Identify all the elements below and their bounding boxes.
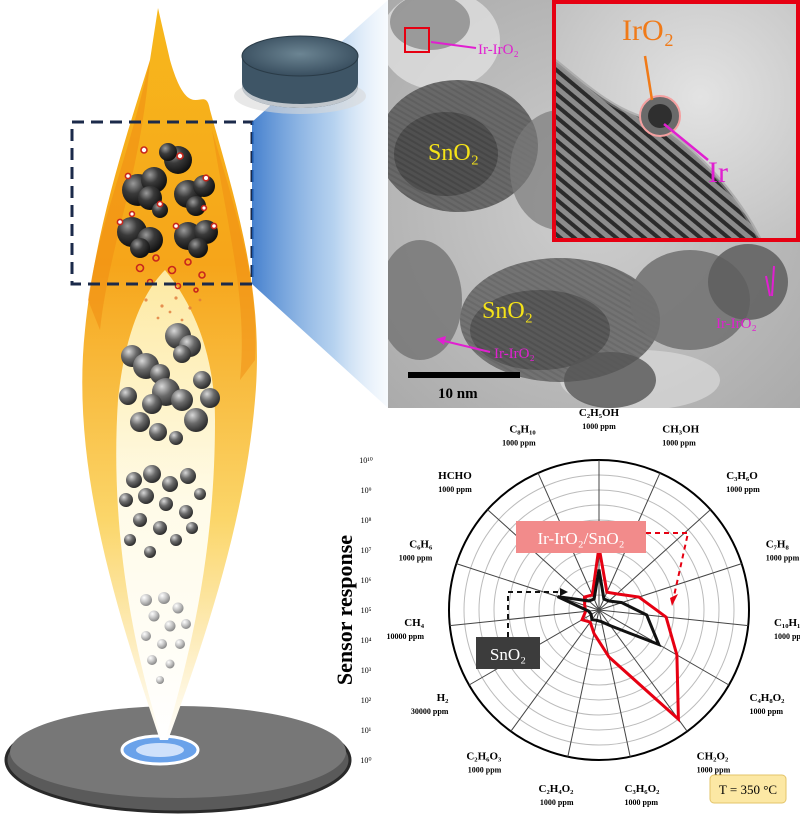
- radar-axis-conc: 1000 ppm: [502, 438, 536, 447]
- sno2-agglomerates: [119, 323, 220, 445]
- radar-axis-conc: 1000 ppm: [582, 422, 616, 431]
- radar-spoke: [598, 609, 730, 686]
- sno2-nanoparticles: [119, 465, 206, 558]
- radar-axis-conc: 1000 ppm: [774, 632, 800, 641]
- radar-axis-gas: C₃H₆O: [726, 470, 758, 482]
- radar-tick-label: 10⁸: [361, 516, 372, 525]
- radar-axis-conc: 1000 ppm: [726, 485, 760, 494]
- radar-axis-conc: 1000 ppm: [399, 553, 433, 562]
- radar-axis-gas: CH₄: [404, 617, 425, 629]
- radar-axis-conc: 1000 ppm: [750, 707, 784, 716]
- precursor-spray: [140, 592, 191, 684]
- radar-axis-conc: 10000 ppm: [386, 632, 424, 641]
- sensor-radar-chart: 10⁰ 10¹ 10² 10³ 10⁴ 10⁵ 10⁶ 10⁷ 10⁸ 10⁹ 10¹⁰ C₂H₅OH…: [359, 407, 800, 807]
- radar-axis-gas: C₂H₅OH: [579, 407, 620, 419]
- radar-axis-gas: C₆H₆: [409, 538, 433, 550]
- radar-tick-label: 10⁰: [360, 756, 371, 765]
- radar-axis-gas: C₄H₈O₂: [750, 692, 786, 704]
- inset-source-box: [404, 27, 430, 53]
- radar-axis-conc: 1000 ppm: [438, 485, 472, 494]
- radar-axis-gas: H₂: [437, 692, 450, 704]
- temperature-note-box: [709, 774, 787, 804]
- radar-axis-conc: 30000 ppm: [411, 707, 449, 716]
- radar-tick-label: 10¹: [361, 726, 372, 735]
- radar-axis-gas: C₇H₈: [766, 538, 790, 550]
- radar-tick-label: 10⁹: [361, 486, 372, 495]
- radar-tick-label: 10⁵: [361, 606, 372, 615]
- radar-spoke: [598, 609, 688, 732]
- radar-axis-conc: 1000 ppm: [662, 438, 696, 447]
- radar-tick-label: 10²: [361, 696, 372, 705]
- radar-spoke: [598, 609, 749, 627]
- sensor-pellet: [234, 35, 366, 114]
- legend-ir-iro2-sno2: Ir-IrO₂/SnO₂: [537, 529, 624, 548]
- precursor-droplets: [135, 254, 206, 293]
- temperature-note: T = 350 °C: [719, 782, 777, 797]
- radar-axis-conc: 1000 ppm: [468, 766, 502, 775]
- flame-illustration: [4, 0, 388, 814]
- radar-axis-gas: C₃H₆O₂: [625, 783, 661, 795]
- radar-spoke: [456, 563, 600, 611]
- hrtem-inset-frame: [552, 0, 800, 242]
- scale-bar: [408, 372, 520, 378]
- legend-sno2: SnO₂: [490, 645, 526, 664]
- radar-axis-conc: 1000 ppm: [625, 798, 659, 807]
- iro2-label: IrO₂: [622, 14, 674, 47]
- hrtem-inset: [554, 2, 798, 240]
- radar-axis-gas: C₈H₁₀: [509, 423, 536, 435]
- radar-axis-conc: 1000 ppm: [766, 553, 800, 562]
- ir-sno2-agglomerates: [116, 143, 218, 258]
- sno2-label-upper: SnO₂: [428, 140, 479, 166]
- radar-tick-label: 10⁷: [361, 546, 372, 555]
- radar-axis-gas: CH₂O₂: [697, 751, 729, 763]
- legend-ir-iro2-sno2-box: [516, 521, 646, 553]
- radar-ylabel: Sensor response: [332, 535, 357, 685]
- radar-axis-gas: HCHO: [438, 470, 472, 482]
- radar-tick-label: 10¹⁰: [359, 456, 373, 465]
- ir-iro2-label-top: Ir-IrO₂: [478, 42, 519, 58]
- radar-tick-label: 10⁴: [361, 636, 372, 645]
- radar-axis-conc: 1000 ppm: [697, 766, 731, 775]
- radar-spoke: [510, 609, 600, 732]
- legend-sno2-box: [476, 637, 540, 669]
- radar-spoke: [449, 609, 600, 627]
- radar-axis-gas: C₁₀H₁₆O₂: [774, 617, 800, 629]
- scale-bar-label: 10 nm: [438, 386, 478, 402]
- series-sno2-line: [556, 569, 662, 648]
- ir-iro2-label-right: Ir-IrO₂: [716, 316, 757, 332]
- radar-spoke: [487, 509, 600, 611]
- radar-axis-gas: C₂H₄O₂: [539, 783, 575, 795]
- radar-axis-gas: CH₃OH: [662, 423, 699, 435]
- ir-label: Ir: [708, 156, 728, 189]
- ir-iro2-label-bottom: Ir-IrO₂: [494, 346, 535, 362]
- sno2-label-lower: SnO₂: [482, 298, 533, 324]
- radar-axis-conc: 1000 ppm: [540, 798, 574, 807]
- radar-spoke: [598, 609, 631, 757]
- radar-axis-gas: C₂H₆O₃: [466, 751, 502, 763]
- radar-tick-label: 10³: [361, 666, 372, 675]
- radar-tick-label: 10⁶: [361, 576, 372, 585]
